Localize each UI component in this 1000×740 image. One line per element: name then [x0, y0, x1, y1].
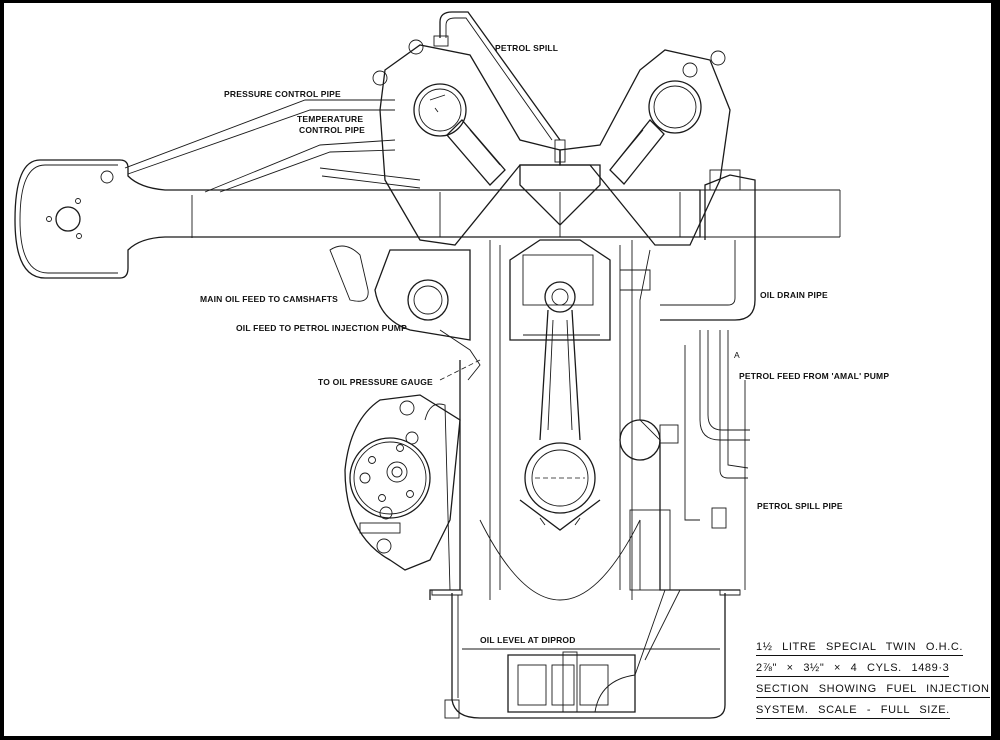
engine-section-drawing [14, 11, 841, 719]
engine-mount-arm [14, 159, 841, 279]
title-line-2: 2⅞" × 3½" × 4 CYLS. 1489·3 [756, 662, 950, 677]
label-main-oil-feed: MAIN OIL FEED TO CAMSHAFTS [200, 294, 339, 304]
section-marker-a: A [734, 350, 740, 360]
oil-drain-pipe [660, 169, 756, 321]
label-oil-drain-pipe: OIL DRAIN PIPE [760, 290, 828, 300]
control-pipes [124, 99, 421, 193]
label-petrol-spill-pipe: PETROL SPILL PIPE [757, 501, 843, 511]
connecting-rod [519, 281, 601, 531]
title-block: 1½ LITRE SPECIAL TWIN O.H.C. 2⅞" × 3½" ×… [756, 641, 990, 725]
title-line-1: 1½ LITRE SPECIAL TWIN O.H.C. [756, 641, 964, 656]
oil-sump [431, 589, 741, 719]
drawing-sheet: PETROL SPILL PRESSURE CONTROL PIPE TEMPE… [4, 3, 991, 736]
label-petrol-feed: PETROL FEED FROM 'AMAL' PUMP [739, 371, 890, 381]
right-cam-housing [559, 49, 731, 246]
label-temperature-control-pipe-1: TEMPERATURE [297, 114, 364, 124]
crankcase [429, 360, 740, 601]
cylinder-block [489, 139, 633, 600]
label-temperature-control-pipe-2: CONTROL PIPE [299, 125, 366, 135]
petrol-feed-pipes [619, 249, 750, 590]
title-line-3: SECTION SHOWING FUEL INJECTION [756, 683, 990, 698]
label-pressure-control-pipe: PRESSURE CONTROL PIPE [224, 89, 341, 99]
title-line-4: SYSTEM. SCALE - FULL SIZE. [756, 704, 950, 719]
left-cam-housing [372, 11, 561, 246]
label-oil-feed-pump: OIL FEED TO PETROL INJECTION PUMP [236, 323, 407, 333]
label-petrol-spill: PETROL SPILL [495, 43, 559, 53]
label-oil-pressure-gauge: TO OIL PRESSURE GAUGE [318, 377, 433, 387]
left-auxiliaries [329, 245, 481, 381]
injection-pump [344, 394, 461, 591]
label-oil-level: OIL LEVEL AT DIPROD [480, 635, 576, 645]
